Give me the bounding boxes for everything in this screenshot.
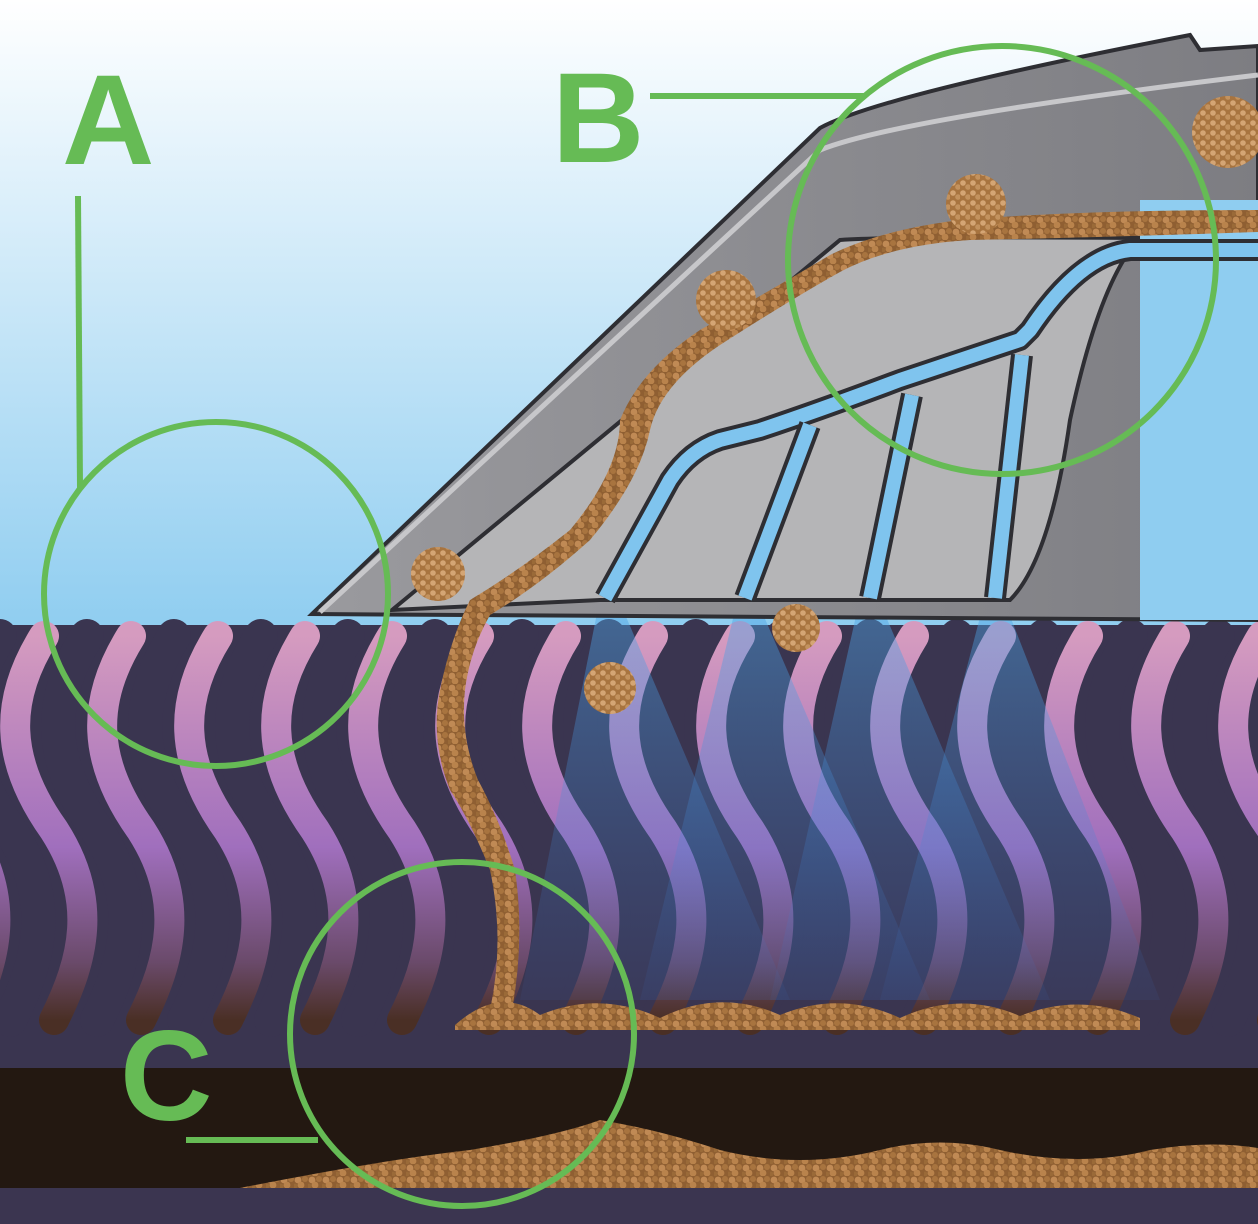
embedded-dirt bbox=[455, 1002, 1140, 1030]
callout-label-b: B bbox=[552, 47, 644, 190]
callout-label-a: A bbox=[62, 49, 154, 192]
callout-label-c: C bbox=[120, 1005, 212, 1148]
callout-markers bbox=[41, 43, 1219, 1209]
callout-b-circle bbox=[785, 43, 1219, 477]
carpet-fiber-light bbox=[261, 621, 359, 1035]
carpet-fiber-dark bbox=[128, 619, 230, 1037]
carpet-fiber-light bbox=[0, 621, 98, 1035]
floor bbox=[0, 1188, 1258, 1224]
carpet-fiber-light bbox=[1131, 621, 1229, 1035]
carpet-fiber-dark bbox=[389, 619, 491, 1037]
carpet-fiber-light bbox=[1218, 621, 1258, 1026]
callout-a-circle bbox=[41, 419, 391, 769]
carpet-fiber-dark bbox=[0, 619, 56, 1037]
carpet-fiber-dark bbox=[1172, 619, 1258, 1037]
callout-a-leader bbox=[75, 195, 83, 489]
carpet-fiber-dark bbox=[302, 619, 404, 1037]
carpet-fiber-light bbox=[174, 621, 272, 1035]
carpet-fiber-dark bbox=[41, 619, 143, 1037]
carpet-fiber-light bbox=[348, 621, 446, 1035]
dirt-clumps bbox=[411, 96, 1258, 714]
carpet-fiber-dark bbox=[1085, 619, 1187, 1037]
carpet-fiber-dark bbox=[215, 619, 317, 1037]
subfloor-dirt bbox=[230, 1120, 1258, 1190]
extracted-dirt-stream bbox=[436, 210, 1258, 1010]
callout-c-circle bbox=[287, 859, 637, 1209]
carpet-fiber-light bbox=[87, 621, 185, 1035]
